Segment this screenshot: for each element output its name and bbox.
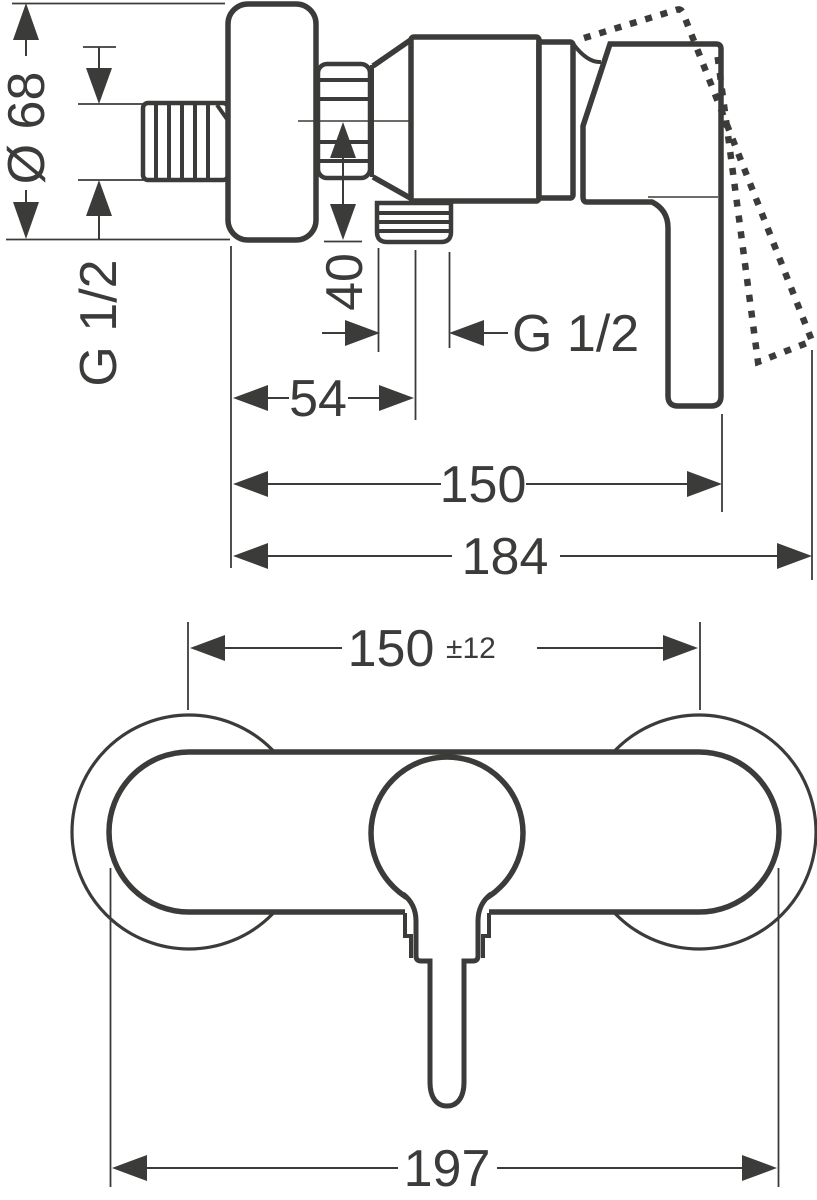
arrowhead-down <box>13 202 39 239</box>
arrowhead-left <box>112 1155 147 1181</box>
overall-width-label: 184 <box>462 528 549 586</box>
outlet-ribs <box>378 211 450 233</box>
dim-depth-54: 54 <box>233 370 414 428</box>
dim-connection-150: 150 ±12 <box>187 620 701 710</box>
arrowhead-right <box>345 320 380 346</box>
arrowhead-left <box>233 543 268 569</box>
handle-alt-position-dashed <box>583 6 817 367</box>
arrowhead-right <box>379 385 414 411</box>
inlet-nipple <box>140 100 231 183</box>
cone-bottom <box>371 174 414 202</box>
handle-skirt-arc <box>572 43 602 65</box>
dim-outlet-thread: G 1/2 <box>322 248 639 363</box>
arrowhead-left <box>190 635 225 661</box>
cone-top <box>371 36 414 69</box>
arrowhead-right <box>742 1155 777 1181</box>
side-view: Ø 68 G 1/2 <box>0 1 817 586</box>
arrowhead-right <box>777 543 812 569</box>
arrowhead-left <box>449 320 484 346</box>
diameter-label: Ø 68 <box>0 72 56 185</box>
outlet-offset-label: 40 <box>316 253 374 311</box>
arrowhead-left <box>233 471 268 497</box>
dim-diameter: Ø 68 <box>0 2 230 241</box>
overall-width-label: 197 <box>404 1140 491 1198</box>
arrowhead-down <box>86 68 112 104</box>
handle-outline <box>580 41 724 409</box>
body-block <box>408 34 542 204</box>
dim-outlet-offset: 40 <box>316 122 374 311</box>
connection-distance-label: 150 <box>348 620 435 678</box>
collar-right <box>481 913 491 958</box>
arrowhead-right <box>687 471 722 497</box>
cone-transition <box>371 36 414 202</box>
valve-body <box>408 34 602 204</box>
arrowhead-left <box>233 385 268 411</box>
arrowhead-up <box>13 3 39 40</box>
front-view: 150 ±12 197 <box>70 620 817 1198</box>
dim-width-184: 184 <box>233 350 813 586</box>
inlet-thread-label: G 1/2 <box>70 259 128 386</box>
dim-width-150: 150 <box>233 414 723 514</box>
connection-tolerance-label: ±12 <box>446 632 496 665</box>
handle-side <box>580 41 724 409</box>
dim-width-197: 197 <box>109 868 780 1198</box>
collar-left <box>403 913 413 958</box>
arrowhead-up <box>330 122 356 158</box>
arrowhead-right <box>663 635 698 661</box>
hose-outlet <box>374 200 454 245</box>
handle-rosette <box>368 754 526 912</box>
dim-inlet-thread: G 1/2 <box>70 46 145 387</box>
trim-ring <box>536 39 576 201</box>
depth-label: 54 <box>289 370 347 428</box>
arrowhead-down <box>330 204 356 240</box>
escutcheon-side <box>225 1 319 243</box>
arrowhead-up <box>86 180 112 216</box>
thread-lines <box>154 105 210 178</box>
width-to-handle-label: 150 <box>440 456 527 514</box>
outlet-thread-label: G 1/2 <box>512 305 639 363</box>
handle-lever-front <box>401 892 493 1109</box>
